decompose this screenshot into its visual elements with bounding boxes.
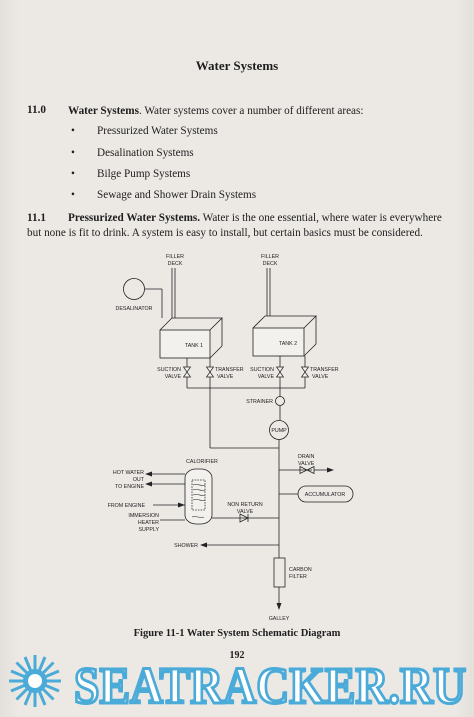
bullet-item: Desalination Systems [97, 147, 194, 159]
arrow-drain-icon [327, 467, 334, 473]
label-hot-water-a: HOT WATER [113, 470, 144, 476]
section-heading: Pressurized Water Systems. [68, 212, 201, 224]
label-filler-deck-2a: FILLER [261, 254, 279, 260]
calorifier [184, 468, 213, 525]
label-suction-valve-2a: SUCTION [250, 367, 274, 373]
label-calorifier: CALORIFIER [186, 459, 218, 465]
label-suction-valve-2b: VALVE [258, 374, 275, 380]
arrow-hot-water-icon [145, 471, 152, 477]
label-suction-valve-1b: VALVE [165, 374, 182, 380]
label-hot-water-b: OUT [133, 477, 145, 483]
label-drain-valve-a: DRAIN [298, 454, 315, 460]
label-filler-deck-1a: FILLER [166, 254, 184, 260]
label-immersion-c: SUPPLY [138, 527, 159, 533]
label-transfer-valve-1a: TRANSFER [215, 367, 244, 373]
tank-2 [252, 315, 317, 357]
section-intro: Water Systems. Water systems cover a num… [68, 104, 448, 119]
figure-caption: Figure 11-1 Water System Schematic Diagr… [133, 628, 341, 639]
arrow-to-engine-icon [145, 481, 152, 487]
label-transfer-valve-1b: VALVE [217, 374, 234, 380]
arrow-from-engine-icon [178, 502, 185, 508]
arrow-galley-icon [276, 603, 282, 610]
label-strainer: STRAINER [246, 399, 273, 405]
label-pump: PUMP [271, 428, 287, 434]
label-transfer-valve-2a: TRANSFER [310, 367, 339, 373]
sun-logo-icon [9, 655, 61, 707]
label-filler-deck-2b: DECK [263, 261, 278, 267]
watermark: SEATRACKER.RU [9, 655, 468, 717]
label-immersion-a: IMMERSION [128, 513, 159, 519]
label-carbon-filter-b: FILTER [289, 574, 307, 580]
label-to-engine: TO ENGINE [115, 484, 145, 490]
section-paragraph: 11.1 Pressurized Water Systems. Water is … [27, 211, 452, 241]
bullet-item: Pressurized Water Systems [97, 125, 218, 137]
section-number: 11.0 [27, 104, 46, 116]
bullet-item: Sewage and Shower Drain Systems [97, 189, 257, 201]
strainer-symbol [275, 396, 285, 406]
bullet-marker: • [71, 147, 75, 159]
bullet-marker: • [71, 189, 75, 201]
label-tank-2: TANK 2 [279, 341, 297, 347]
tank-1 [159, 317, 223, 359]
carbon-filter-symbol [273, 557, 286, 588]
bullet-marker: • [71, 168, 75, 180]
section-text: . Water systems cover a number of differ… [138, 105, 364, 117]
label-desalinator: DESALINATOR [116, 306, 153, 312]
page-number: 192 [229, 650, 245, 661]
section-number: 11.1 [27, 212, 46, 224]
label-tank-1: TANK 1 [185, 343, 203, 349]
label-from-engine: FROM ENGINE [108, 503, 146, 509]
accumulator-symbol [297, 485, 354, 503]
label-galley: GALLEY [269, 616, 290, 622]
label-non-return-a: NON RETURN [227, 502, 262, 508]
bullet-marker: • [71, 125, 75, 137]
transfer-valve-1-symbol [205, 366, 215, 373]
label-carbon-filter-a: CARBON [289, 567, 312, 573]
watermark-text: SEATRACKER.RU [74, 658, 466, 715]
label-accumulator: ACCUMULATOR [305, 492, 346, 498]
desalinator-symbol [123, 278, 145, 300]
label-filler-deck-1b: DECK [168, 261, 183, 267]
water-system-schematic: FILLER DECK FILLER DECK DESALINATOR TANK… [108, 254, 354, 622]
bullet-item: Bilge Pump Systems [97, 168, 191, 180]
label-suction-valve-1a: SUCTION [157, 367, 181, 373]
label-immersion-b: HEATER [138, 520, 159, 526]
transfer-valve-2-symbol [300, 366, 310, 373]
label-non-return-b: VALVE [237, 509, 254, 515]
suction-valve-1-symbol [182, 366, 192, 373]
arrow-shower-icon [200, 542, 207, 548]
label-shower: SHOWER [174, 543, 198, 549]
suction-valve-2-symbol [275, 366, 285, 373]
label-transfer-valve-2b: VALVE [312, 374, 329, 380]
page-title: Water Systems [195, 58, 279, 73]
section-text: Water is the one essential, where water … [27, 212, 442, 239]
section-heading: Water Systems [68, 105, 139, 117]
label-drain-valve-b: VALVE [298, 461, 315, 467]
